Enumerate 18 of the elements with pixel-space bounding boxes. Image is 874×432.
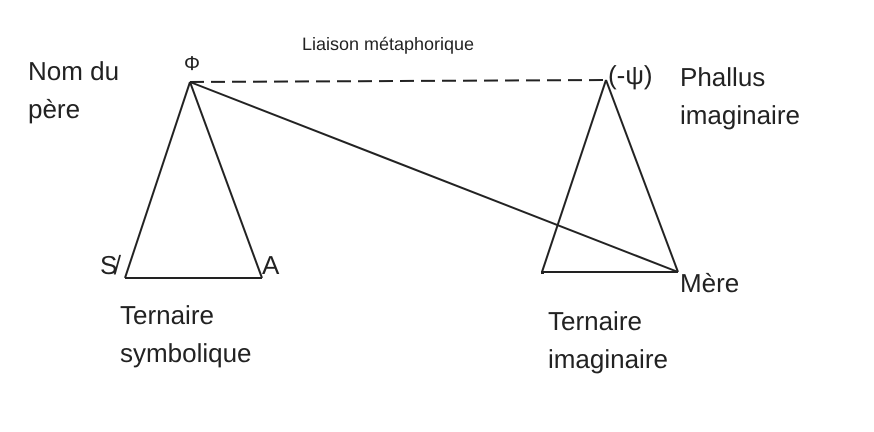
vertex-caption: Phallus imaginaire: [680, 61, 801, 132]
line: [541, 80, 607, 272]
vertex-symbol: (-ψ): [608, 62, 653, 88]
vertex-symbol: Φ: [184, 54, 200, 82]
line: [189, 82, 263, 278]
dashed-line: [190, 79, 606, 83]
triangle-caption: Ternaire symbolique: [120, 299, 253, 370]
line: [605, 80, 679, 272]
edge-label: Liaison métaphorique: [302, 34, 474, 55]
triangle-caption: Ternaire imaginaire: [548, 305, 669, 376]
vertex-symbol: A: [262, 252, 280, 278]
line: [125, 277, 262, 279]
line: [190, 81, 678, 273]
vertex-symbol: Mère: [680, 270, 740, 296]
triangle-corner: [540, 270, 544, 274]
vertex-caption: Nom du père: [28, 55, 120, 126]
line: [124, 82, 191, 278]
line: [542, 271, 678, 273]
